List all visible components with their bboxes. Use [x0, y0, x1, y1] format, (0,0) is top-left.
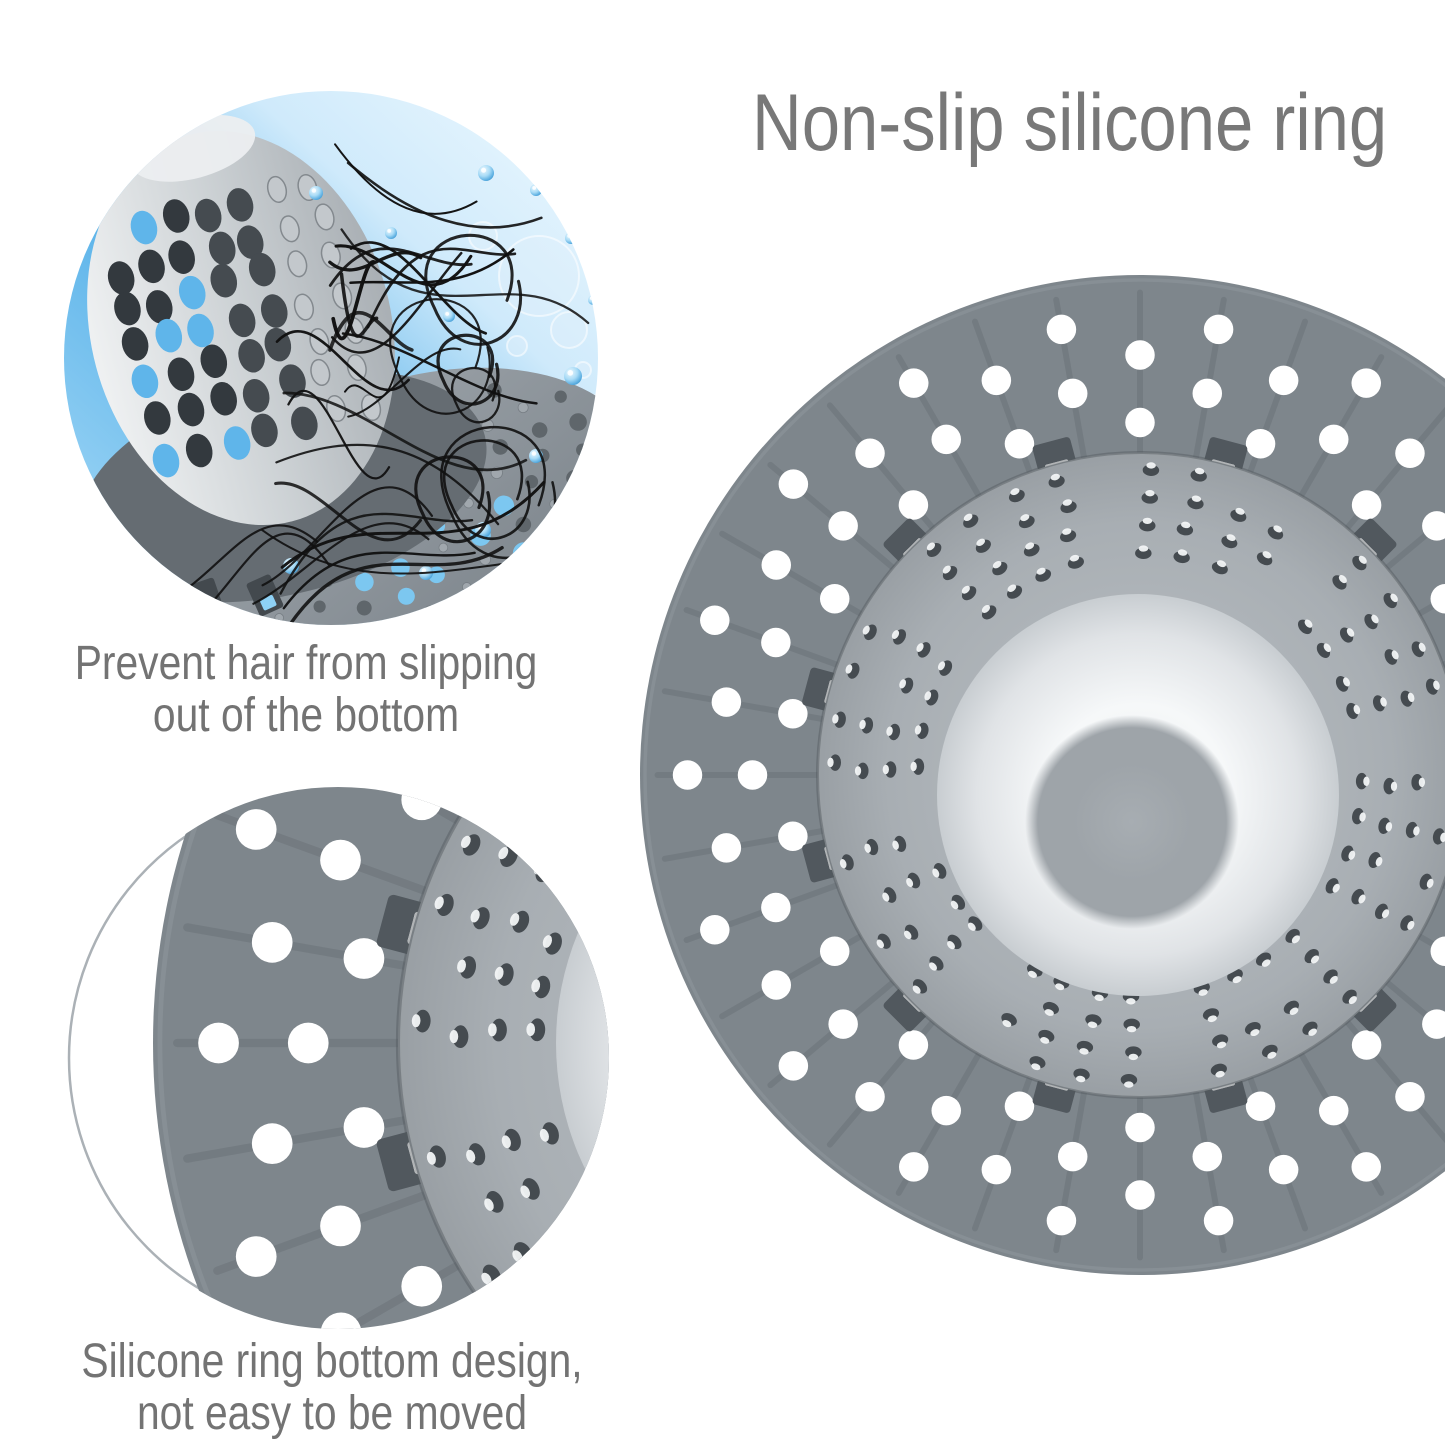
- inset-hair-trap-photo: [64, 91, 598, 625]
- caption-silicone-ring: Silicone ring bottom design, not easy to…: [65, 1335, 599, 1441]
- headline: Non-slip silicone ring: [752, 78, 1388, 168]
- caption-silicone-ring-line1: Silicone ring bottom design,: [81, 1335, 583, 1388]
- caption-silicone-ring-line2: not easy to be moved: [136, 1387, 528, 1441]
- caption-hair-trap: Prevent hair from slipping out of the bo…: [46, 637, 566, 743]
- main-product-photo: [640, 275, 1445, 1275]
- caption-hair-trap-line1: Prevent hair from slipping: [74, 637, 538, 690]
- caption-hair-trap-line2: out of the bottom: [152, 689, 460, 743]
